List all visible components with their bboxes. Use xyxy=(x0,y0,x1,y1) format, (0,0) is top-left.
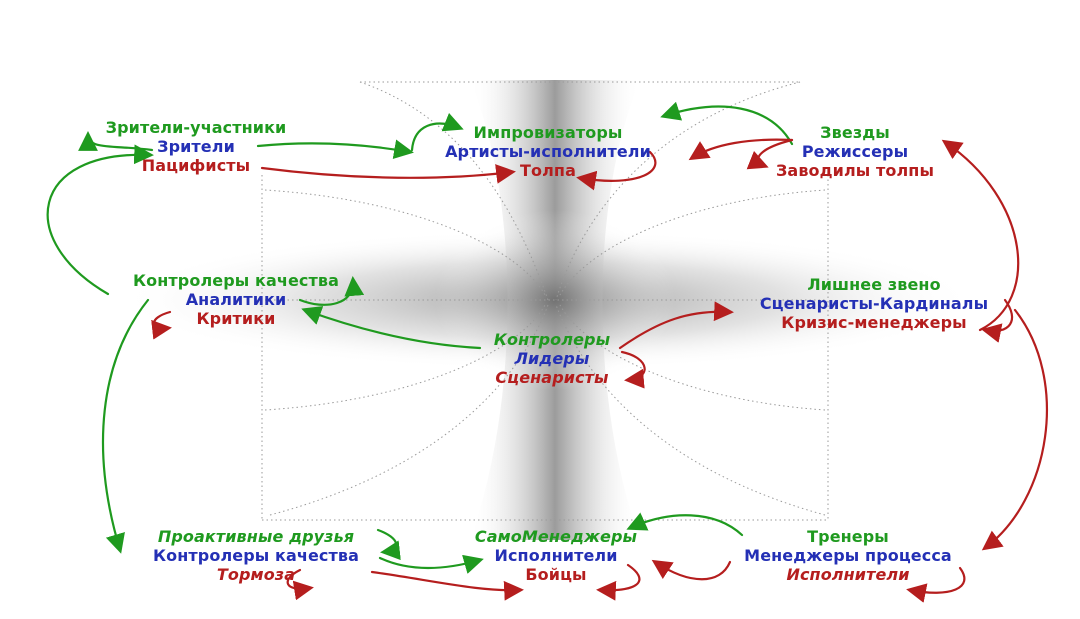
arrow-green-5 xyxy=(46,144,154,296)
label-executors: Исполнители xyxy=(494,546,618,565)
arrow-green-1 xyxy=(78,131,154,152)
label-quality-controllers-2: Контролеры качества xyxy=(153,546,359,565)
label-self-managers: СамоМенеджеры xyxy=(474,527,638,546)
label-crowd-instigators: Заводилы толпы xyxy=(775,161,935,180)
label-fighters: Бойцы xyxy=(525,565,587,584)
arrow-red-2 xyxy=(576,150,657,191)
label-pacifists: Пацифисты xyxy=(141,156,251,175)
arrow-green-4 xyxy=(660,101,794,146)
arrow-green-11 xyxy=(626,512,744,537)
label-crowd: Толпа xyxy=(520,161,576,180)
arrow-red-11 xyxy=(906,566,966,603)
label-executors-2: Исполнители xyxy=(786,565,910,584)
arrow-green-7 xyxy=(301,306,482,350)
label-brakes: Тормоза xyxy=(216,565,296,584)
arrow-red-15 xyxy=(651,559,732,581)
label-directors: Режиссеры xyxy=(801,142,909,161)
label-leaders: Лидеры xyxy=(514,349,590,368)
arrow-green-9 xyxy=(376,528,401,561)
arrow-red-3 xyxy=(688,138,794,161)
label-spectators-participants: Зрители-участники xyxy=(105,118,287,137)
arrow-red-5 xyxy=(941,139,1020,332)
arrow-red-14 xyxy=(596,563,641,601)
label-critics: Критики xyxy=(196,309,276,328)
arrow-red-7 xyxy=(618,301,734,350)
arrows xyxy=(46,101,1049,603)
arrow-green-3 xyxy=(410,112,464,152)
arrow-red-12 xyxy=(286,568,314,601)
center-glow xyxy=(435,210,675,390)
dotted-guides xyxy=(261,81,829,521)
arrow-green-8 xyxy=(101,298,150,554)
arrow-red-4 xyxy=(746,138,794,170)
label-analysts: Аналитики xyxy=(185,290,287,309)
arrow-red-10 xyxy=(981,308,1049,551)
label-controllers: Контролеры xyxy=(493,330,611,349)
arrow-red-9 xyxy=(151,310,172,340)
arrow-red-1 xyxy=(260,164,516,184)
arrow-red-8 xyxy=(620,350,646,389)
arrow-green-6 xyxy=(298,276,365,306)
label-extra-link: Лишнее звено xyxy=(807,275,941,294)
arrow-green-2 xyxy=(256,139,414,160)
label-process-managers: Менеджеры процесса xyxy=(744,546,952,565)
arrow-red-13 xyxy=(370,570,524,601)
label-quality-controllers: Контролеры качества xyxy=(133,271,339,290)
label-stars: Звезды xyxy=(820,123,890,142)
label-artists-performers: Артисты-исполнители xyxy=(445,142,651,161)
label-cardinals: Сценаристы-Кардиналы xyxy=(759,294,989,313)
label-screenwriters: Сценаристы xyxy=(495,368,609,387)
arrow-green-10 xyxy=(378,554,484,574)
label-coaches: Тренеры xyxy=(807,527,889,546)
label-proactive-friends: Проактивные друзья xyxy=(157,527,355,546)
label-crisis-managers: Кризис-менеджеры xyxy=(781,313,967,332)
label-improvisers: Импровизаторы xyxy=(473,123,623,142)
label-spectators: Зрители xyxy=(157,137,235,156)
arrow-red-6 xyxy=(981,298,1014,343)
